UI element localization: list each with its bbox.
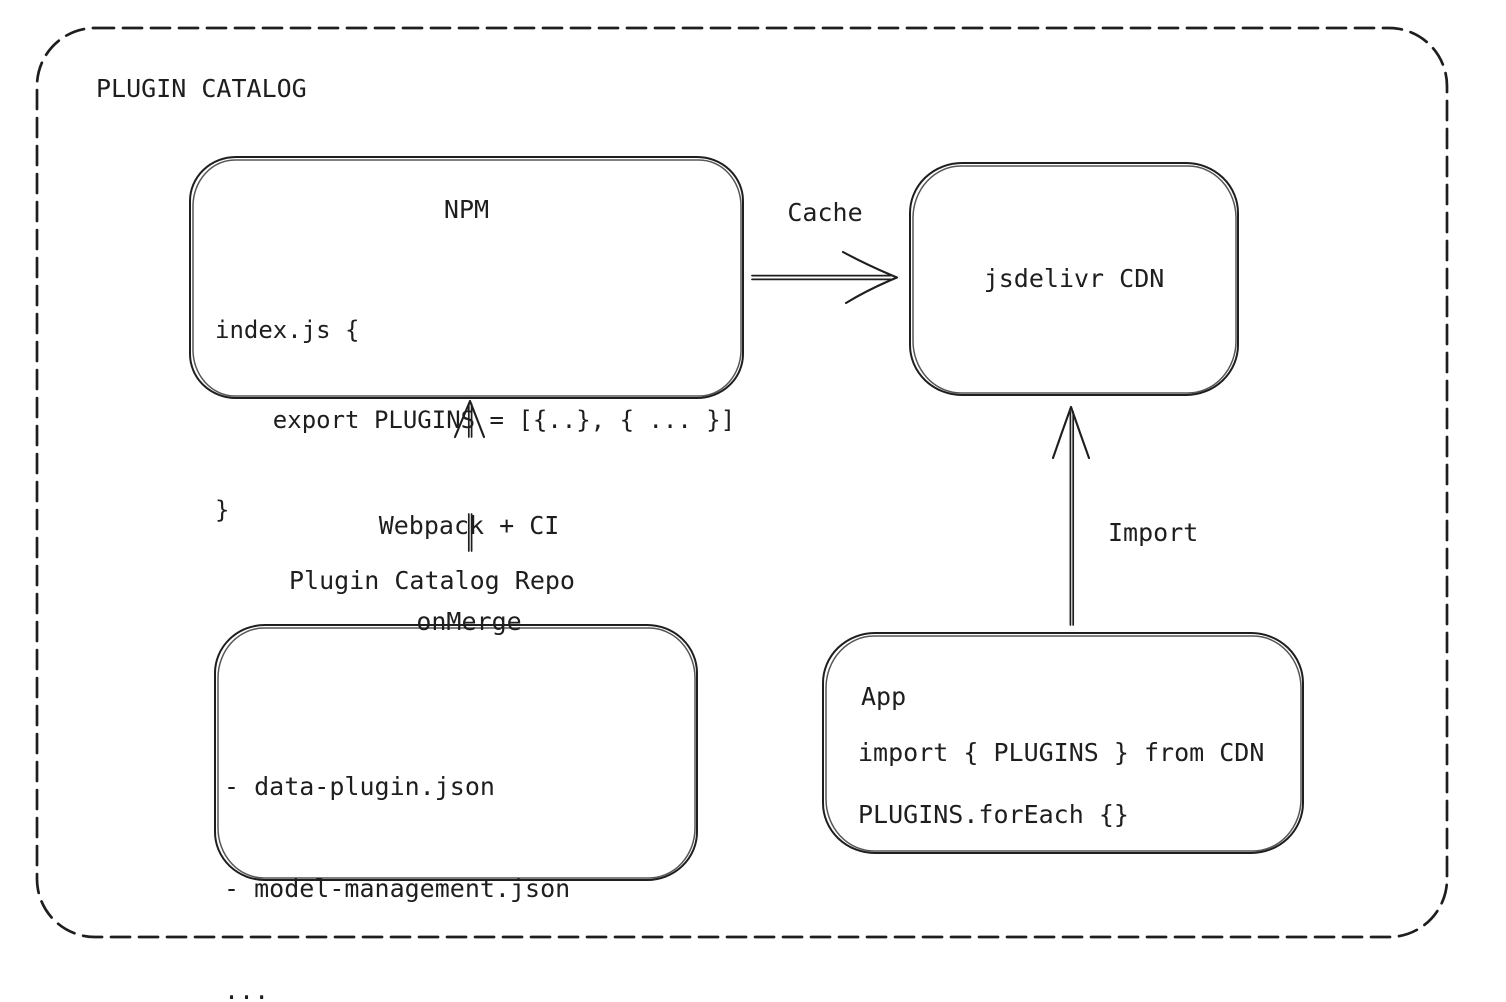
npm-code-line: index.js { [215,316,360,344]
app-code-line: import { PLUGINS } from CDN [858,738,1265,767]
npm-code-line: export PLUGINS = [{..}, { ... }] [215,406,736,434]
app-node-shape [822,632,1304,854]
import-edge-label: Import [1108,518,1199,547]
npm-code-line: } [215,496,230,524]
repo-node-heading: Plugin Catalog Repo [289,566,575,595]
build-arrow [453,399,486,552]
frame-title: PLUGIN CATALOG [96,74,307,103]
npm-code-block: index.js { export PLUGINS = [{..}, { ...… [215,255,735,585]
npm-node-shape [189,156,744,399]
repo-node-shape [214,624,698,881]
cache-edge-label: Cache [787,198,863,227]
build-edge-label: Webpack + CI onMerge [328,446,610,702]
repo-file-item: - data-plugin.json [224,772,495,801]
repo-file-item: ... [224,976,270,1002]
import-arrow [1051,405,1091,626]
plugin-catalog-frame [35,26,1449,939]
cdn-node-shape [909,162,1239,396]
repo-file-list: - data-plugin.json - model-management.js… [224,702,570,1002]
build-edge-label-line: Webpack + CI [378,511,560,540]
repo-file-item: - model-management.json [224,874,571,903]
app-node-title: App [861,682,907,711]
build-edge-label-line: onMerge [416,607,522,636]
cache-arrow [751,250,899,305]
npm-node-title: NPM [443,195,490,224]
cdn-node-label: jsdelivr CDN [983,264,1165,293]
app-code-line: PLUGINS.forEach {} [858,800,1129,829]
